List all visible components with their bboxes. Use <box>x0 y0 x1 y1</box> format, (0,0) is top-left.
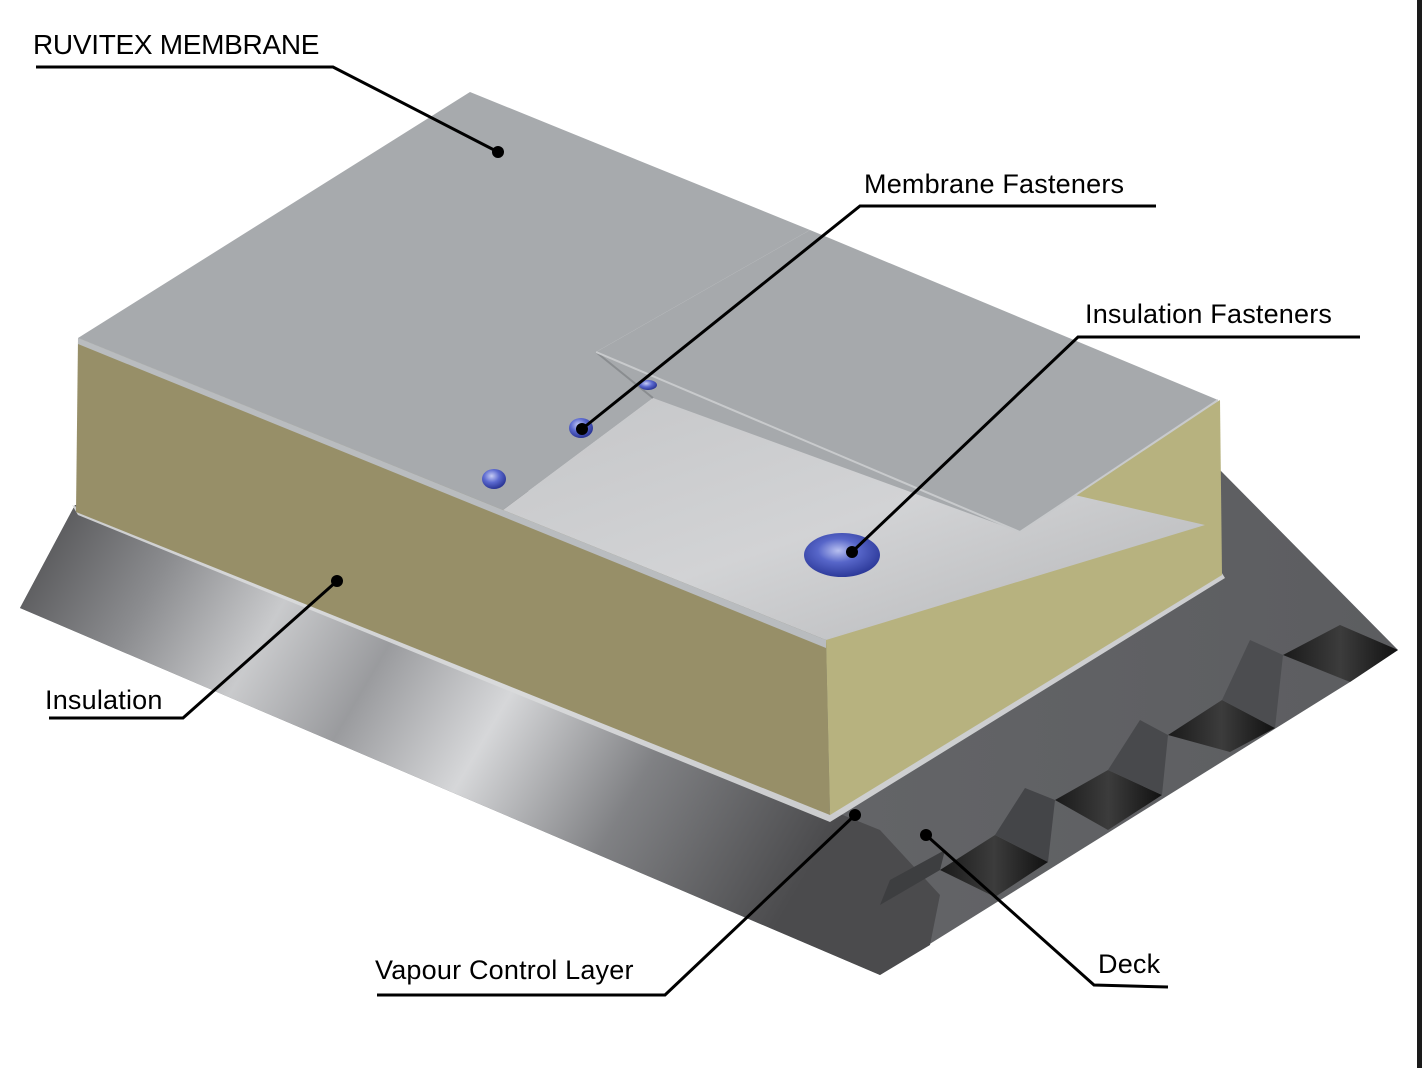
leader-deck <box>925 833 1169 989</box>
membrane-fastener-3 <box>639 380 657 390</box>
leader-membrane <box>36 65 499 154</box>
label-membrane-fasteners: Membrane Fasteners <box>864 169 1125 199</box>
label-deck: Deck <box>1098 949 1161 979</box>
membrane-fastener-1 <box>482 469 506 489</box>
leader-lines <box>36 65 1360 997</box>
label-ruvitex-membrane: RUVITEX MEMBRANE <box>33 29 320 60</box>
leader-insulation-fasteners <box>850 335 1360 554</box>
leader-insulation <box>49 579 338 720</box>
leader-dots <box>331 146 932 841</box>
label-insulation: Insulation <box>45 685 163 715</box>
leader-vapour-control <box>377 813 857 997</box>
leader-membrane-fasteners <box>581 204 1156 431</box>
label-insulation-fasteners: Insulation Fasteners <box>1085 299 1333 329</box>
insulation-shape <box>76 338 1222 815</box>
label-vapour-control-layer: Vapour Control Layer <box>375 955 634 985</box>
insulation-fastener <box>804 533 880 577</box>
membrane-shape <box>78 92 1219 648</box>
page-edge-divider <box>1417 0 1422 1068</box>
exposed-insulation-top <box>503 398 1205 640</box>
